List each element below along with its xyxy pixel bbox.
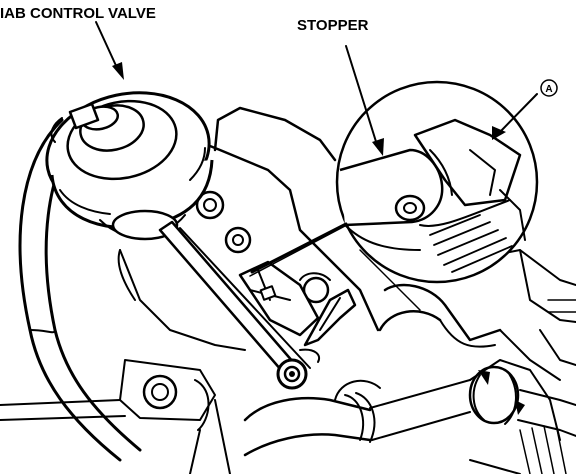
- stopper-detail-inset: [335, 80, 539, 284]
- callout-a-circle-icon: [540, 79, 558, 97]
- actuator-rod: [158, 220, 357, 390]
- callout-a-text: A: [545, 84, 552, 95]
- iab-control-valve: [45, 91, 214, 241]
- iab-control-valve-label: IAB CONTROL VALVE: [0, 5, 156, 22]
- stopper-arrow-icon: [372, 138, 384, 156]
- callout-a: A: [540, 79, 558, 97]
- callout-a-arrow-icon: [492, 126, 506, 140]
- iab-arrow-icon: [112, 62, 124, 80]
- inset-connector-lines: [249, 222, 421, 311]
- leader-lines: [95, 21, 538, 156]
- stopper-label: STOPPER: [297, 17, 369, 34]
